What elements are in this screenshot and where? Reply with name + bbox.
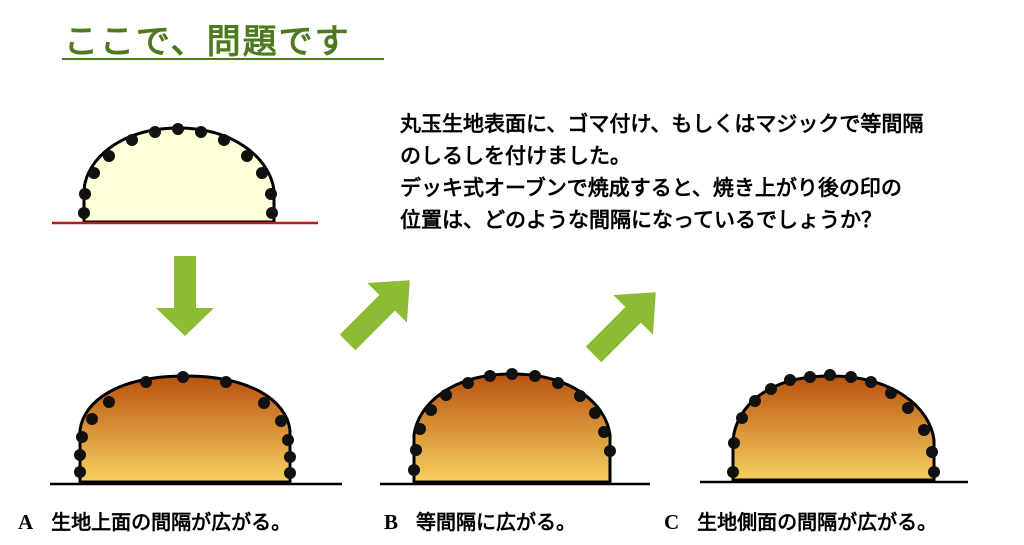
- raw-dot: [79, 188, 91, 200]
- baked-c-dot: [926, 446, 938, 458]
- baked-a-dot: [220, 376, 232, 388]
- baked-b-dot: [425, 404, 437, 416]
- baked-b-dot: [408, 464, 420, 476]
- option-a[interactable]: A 生地上面の間隔が広がる。: [18, 506, 291, 535]
- baked-a-dot: [74, 466, 86, 478]
- title-underline: [62, 58, 384, 60]
- baked-c-dot: [918, 424, 930, 436]
- question-line-4: 位置は、どのような間隔になっているでしょうか？: [400, 208, 882, 232]
- option-b-letter: B: [384, 510, 399, 534]
- baked-a-dot: [275, 415, 287, 427]
- baked-a-dot: [74, 449, 86, 461]
- baked-dough-c: [700, 369, 968, 484]
- question-line-1: 丸玉生地表面に、ゴマ付け、もしくはマジックで等間隔: [400, 112, 924, 136]
- baked-c-dot: [885, 387, 897, 399]
- question-text: 丸玉生地表面に、ゴマ付け、もしくはマジックで等間隔 のしるしを付けました。 デッ…: [400, 108, 923, 236]
- arrow-diagonal-b: [339, 280, 410, 351]
- baked-b-dot: [529, 370, 541, 382]
- baked-dough-b: [380, 368, 650, 486]
- question-line-2: のしるしを付けました。: [400, 144, 631, 168]
- baked-c-dot: [784, 374, 796, 386]
- raw-dough-shape: [82, 126, 276, 224]
- baked-c-dot: [865, 376, 877, 388]
- option-c-letter: C: [664, 510, 680, 534]
- baked-a-dot: [284, 451, 296, 463]
- raw-dot: [103, 150, 115, 162]
- raw-dot: [126, 134, 138, 146]
- baked-b-dot: [410, 444, 422, 456]
- option-b[interactable]: B 等間隔に広がる。: [384, 506, 576, 535]
- raw-dough-dots: [78, 123, 278, 219]
- baked-b-dot: [552, 377, 564, 389]
- baked-c-dot: [902, 402, 914, 414]
- baked-b-dot: [506, 368, 518, 380]
- raw-dough-group: [52, 123, 318, 225]
- raw-dot: [88, 167, 100, 179]
- baked-c-dots: [727, 369, 940, 478]
- baked-a-shape: [78, 374, 292, 484]
- baked-b-dots: [408, 368, 616, 476]
- baked-c-dot: [749, 395, 761, 407]
- baked-b-dot: [462, 377, 474, 389]
- baked-a-dot: [103, 396, 115, 408]
- baked-b-dot: [414, 423, 426, 435]
- option-c-text: 生地側面の間隔が広がる。: [697, 510, 938, 534]
- raw-dot: [265, 188, 277, 200]
- baked-c-dot: [845, 371, 857, 383]
- arrow-down: [156, 256, 214, 336]
- baked-b-dot: [484, 370, 496, 382]
- baked-a-dot: [282, 434, 294, 446]
- baked-a-dot: [177, 371, 189, 383]
- baked-a-dot: [76, 431, 88, 443]
- baked-a-dots: [74, 371, 296, 479]
- raw-dot: [172, 123, 184, 135]
- baked-b-dot: [589, 407, 601, 419]
- baked-b-dot: [574, 390, 586, 402]
- baked-c-dot: [736, 412, 748, 424]
- baked-b-dot: [440, 389, 452, 401]
- arrow-diagonal-c: [585, 292, 656, 363]
- baked-c-dot: [728, 437, 740, 449]
- baked-b-dot: [598, 426, 610, 438]
- raw-dot: [149, 126, 161, 138]
- question-line-3: デッキ式オーブンで焼成すると、焼き上がり後の印の: [400, 176, 902, 200]
- raw-dot: [78, 207, 90, 219]
- baked-c-dot: [727, 466, 739, 478]
- baked-dough-a: [50, 371, 342, 486]
- baked-c-dot: [804, 371, 816, 383]
- option-c[interactable]: C 生地側面の間隔が広がる。: [664, 506, 937, 535]
- option-a-letter: A: [18, 510, 34, 534]
- raw-dot: [195, 126, 207, 138]
- baked-a-dot: [140, 376, 152, 388]
- page-title: ここで、問題です: [64, 22, 351, 62]
- baked-b-dot: [604, 445, 616, 457]
- raw-dot: [218, 134, 230, 146]
- baked-c-dot: [765, 383, 777, 395]
- raw-dot: [266, 207, 278, 219]
- option-b-text: 等間隔に広がる。: [416, 510, 577, 534]
- option-a-text: 生地上面の間隔が広がる。: [51, 510, 292, 534]
- baked-a-dot: [284, 467, 296, 479]
- baked-c-dot: [824, 369, 836, 381]
- baked-a-dot: [86, 413, 98, 425]
- baked-a-dot: [258, 397, 270, 409]
- raw-dot: [256, 167, 268, 179]
- baked-c-dot: [928, 466, 940, 478]
- baked-c-shape: [731, 374, 936, 482]
- raw-dot: [241, 150, 253, 162]
